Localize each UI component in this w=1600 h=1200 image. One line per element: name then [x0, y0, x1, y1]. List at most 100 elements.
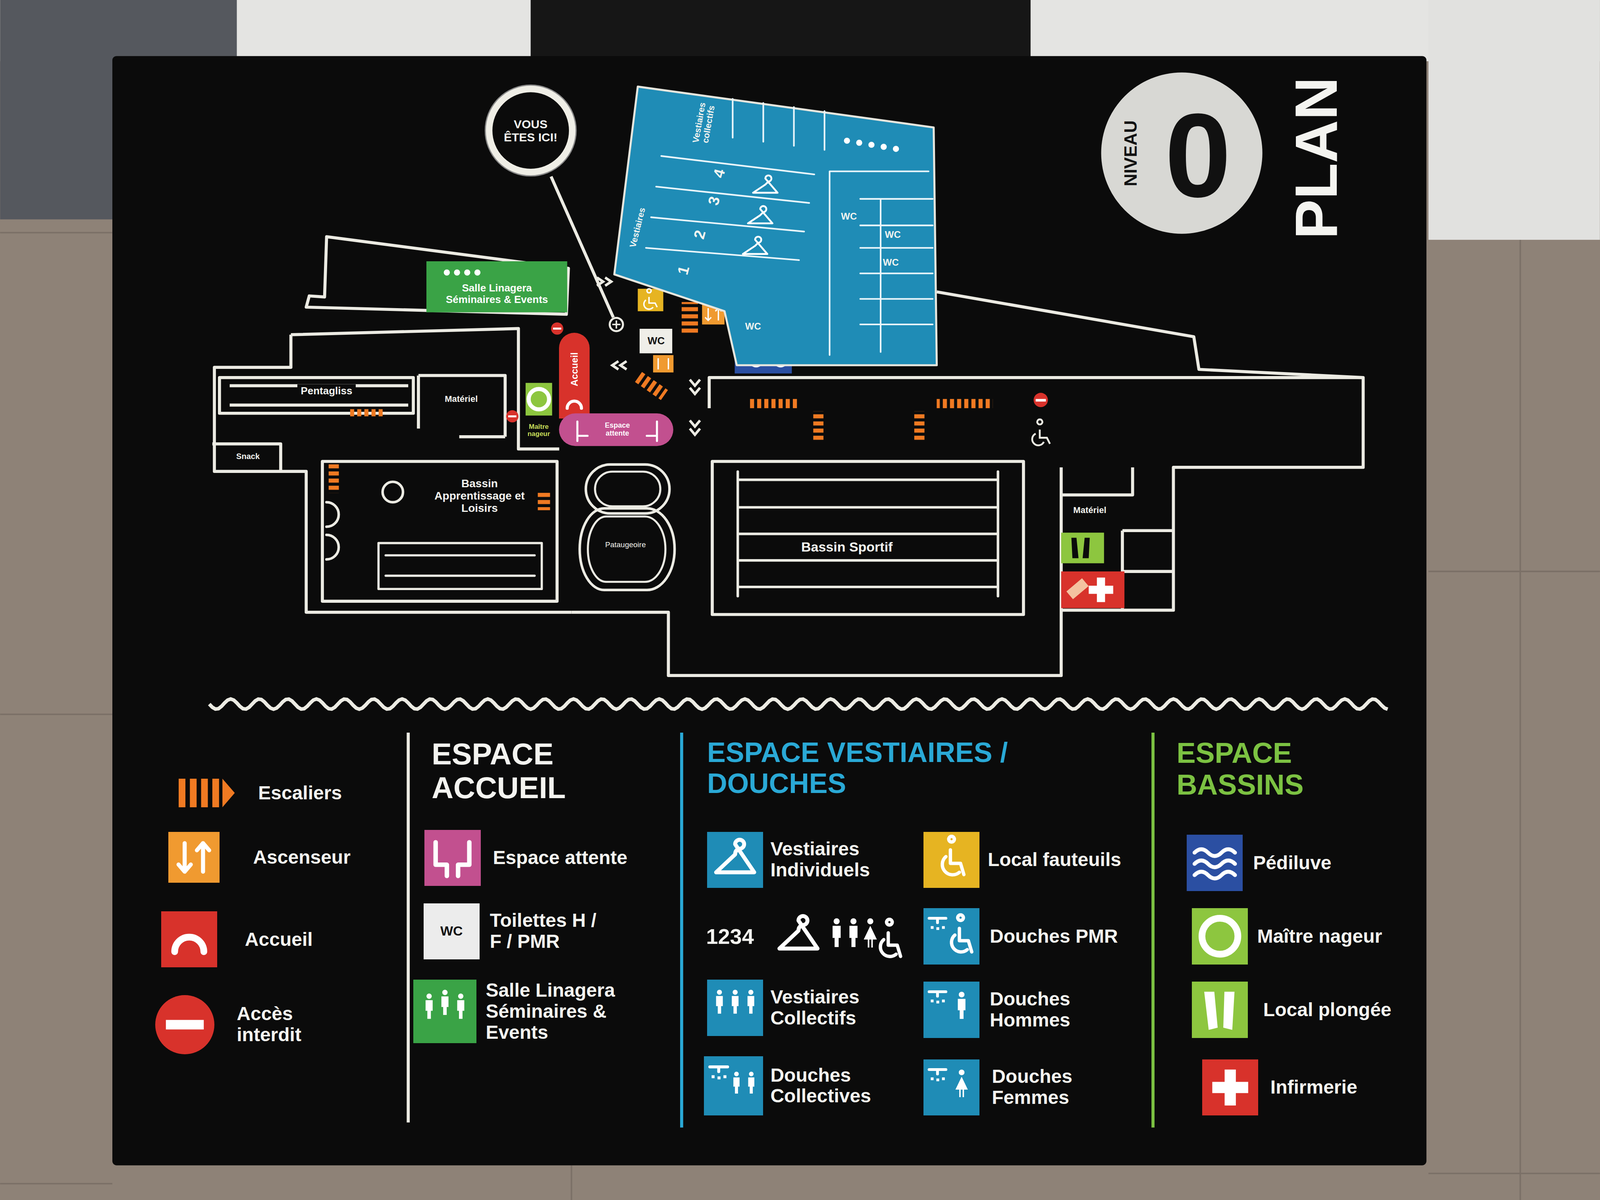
wall-outline [418, 375, 506, 437]
room-label: Matériel [1073, 505, 1107, 515]
legend-heading: ESPACE BASSINS [1176, 736, 1344, 801]
legend-icon [1191, 981, 1248, 1038]
node-outline [614, 86, 937, 366]
legend-icon [424, 829, 481, 886]
wall-outline [214, 328, 572, 612]
stairs-symbol [328, 464, 340, 493]
node-outline [712, 461, 1024, 615]
legend-text: Infirmerie [1270, 1076, 1418, 1098]
icon-shape [930, 926, 945, 931]
pool-label: Bassin Sportif [798, 538, 896, 556]
legend-text: Toilettes H / F / PMR [489, 909, 610, 953]
node-detail [443, 269, 481, 276]
wall-outline [1061, 467, 1174, 611]
legend-icon [168, 831, 220, 883]
legend-icon [703, 1056, 764, 1116]
wall-outline [212, 443, 281, 472]
icon-shape [929, 918, 946, 923]
legend-text: Local fauteuils [987, 849, 1147, 871]
icon-shape [1204, 991, 1235, 1030]
legend-icon [155, 994, 215, 1055]
legend-swatch [923, 981, 980, 1038]
legend-text: Espace attente [492, 847, 668, 869]
level-badge: NIVEAU0 [1100, 71, 1264, 235]
legend-icon [1186, 834, 1243, 891]
icon-shape [709, 1066, 728, 1072]
bandage-icon [1066, 578, 1089, 600]
icon-shape [929, 1069, 946, 1074]
toilet-label: WC [884, 229, 901, 240]
legend-text: Escaliers [258, 782, 394, 804]
sign-panel [112, 55, 1427, 1165]
legend-swatch [703, 1056, 764, 1116]
legend-swatch [707, 979, 764, 1036]
pool-label: Bassin Apprentissage et Loisirs [427, 477, 532, 515]
node-outline [488, 88, 573, 173]
you-are-here-callout: VOUS ÊTES ICI! [484, 84, 577, 177]
node-detail [326, 502, 339, 560]
changing-rooms-area: Vestiaires collectifsVestiaires4321WCWCW… [610, 84, 942, 371]
icon-shape [955, 1069, 968, 1097]
wall [0, 0, 1600, 62]
legend-icon [161, 911, 218, 968]
lifeguard-post: Maître nageur [520, 380, 558, 444]
wall-outline [936, 291, 1363, 378]
wheelchair-icon [880, 919, 901, 957]
legend-text: Local plongée [1263, 999, 1423, 1021]
node-outline [559, 332, 590, 419]
room-label: Salle Linagera Séminaires & Events [439, 282, 555, 306]
node-detail [742, 175, 778, 255]
icon-shape [1212, 1069, 1248, 1105]
changing-rooms-area-shape [610, 84, 942, 371]
room-label: Snack [236, 451, 260, 461]
waiting-area: Espace attente [559, 413, 674, 446]
locker-legend-icons [779, 915, 901, 957]
legend-swatch [168, 831, 220, 883]
toilet-label: WC [745, 321, 762, 332]
divider-line [680, 732, 684, 1128]
infirmary-symbol [1061, 571, 1125, 609]
plan-title: PLAN [1286, 77, 1346, 240]
stairs-symbol [681, 302, 698, 335]
legend-icon [1202, 1059, 1259, 1116]
divider-line [406, 732, 410, 1123]
person-icon [832, 917, 858, 947]
legend-icon [413, 979, 477, 1043]
icon-shape [951, 914, 972, 952]
icon-shape [174, 936, 204, 952]
legend-text: Douches PMR [989, 925, 1149, 947]
node-outline [579, 464, 675, 590]
wave-separator [209, 698, 1388, 710]
toilet-label: WC [882, 256, 899, 268]
stairs-symbol [813, 411, 824, 442]
pool-label: Pataugeoire [601, 539, 649, 550]
wheelchair-icon [1032, 419, 1051, 446]
node-outline [559, 413, 674, 446]
person-icon [863, 917, 878, 948]
legend-text: Douches Collectives [770, 1064, 914, 1107]
legend-text: Accès interdit [236, 1003, 356, 1046]
legend-icon [707, 979, 764, 1036]
node-detail [732, 98, 825, 151]
legend-icon [923, 907, 980, 964]
node-detail [485, 85, 577, 177]
legend-swatch [923, 831, 980, 888]
icon-shape [425, 989, 465, 1019]
swatch-text: WC [440, 923, 463, 939]
fins-icon [1071, 537, 1090, 558]
slide-outline [219, 377, 414, 414]
learning-pool: Bassin Apprentissage et Loisirs [322, 461, 558, 602]
hanger-icon [779, 915, 818, 949]
legend-icon [1191, 907, 1248, 964]
legend-icon [923, 831, 980, 888]
node-outline [322, 461, 558, 602]
learning-pool-shape [322, 461, 558, 602]
node-outline [426, 261, 568, 313]
wheelchair-icon [643, 288, 658, 309]
paddling-pool-shape [577, 461, 678, 592]
legend-text: 1234 [706, 925, 786, 949]
icon-shape [930, 1077, 945, 1082]
legend-swatch [1202, 1059, 1259, 1116]
icon-shape [716, 989, 755, 1014]
icon-shape [929, 991, 946, 997]
